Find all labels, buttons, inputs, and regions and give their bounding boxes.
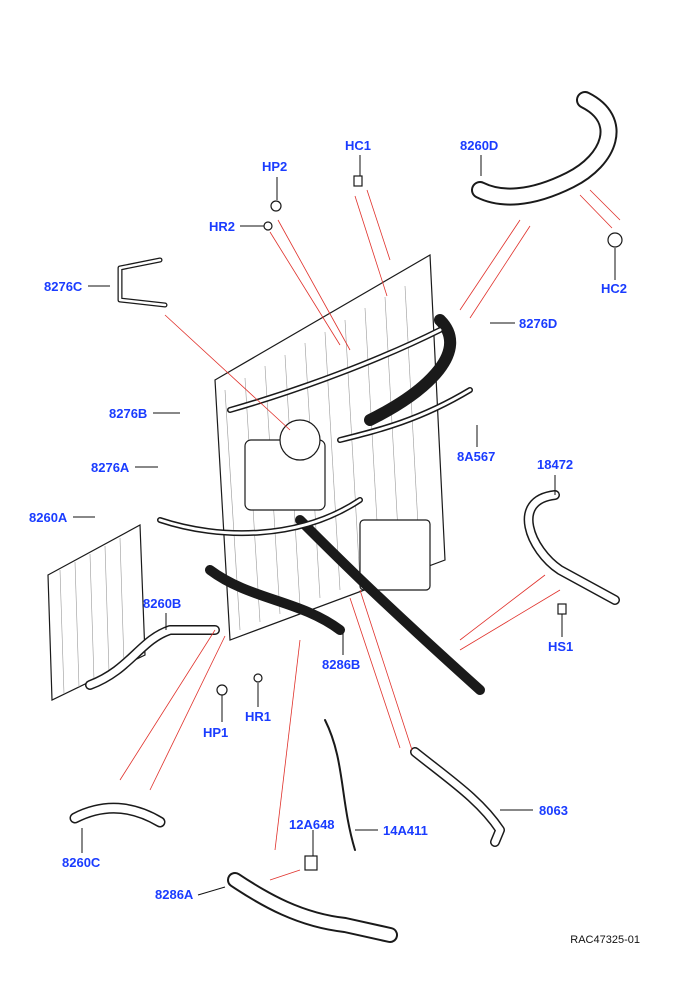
callout-hc2: HC2	[601, 281, 627, 296]
callout-8063: 8063	[539, 803, 568, 818]
screw-hs1	[557, 603, 567, 615]
oil-cooler	[359, 519, 431, 591]
clamp-hc2	[607, 232, 623, 248]
plug-hp2	[270, 200, 282, 212]
callout-8260c: 8260C	[62, 855, 101, 870]
callout-8276d: 8276D	[519, 316, 557, 331]
plug-hp1	[216, 684, 228, 696]
hose-8260d	[471, 91, 618, 206]
harness-14a411	[324, 719, 356, 851]
sensor-12a648	[304, 855, 318, 871]
callout-labels: HP2 HC1 8260D HR2 HC2 8276C 8276D 8276B …	[29, 138, 627, 902]
callout-14a411: 14A411	[383, 823, 428, 838]
callout-hs1: HS1	[548, 639, 573, 654]
callout-8a567: 8A567	[457, 449, 495, 464]
leader-lines	[73, 155, 616, 896]
main-radiator-assembly	[157, 253, 485, 695]
hose-lower-dark	[295, 515, 485, 695]
callout-hp2: HP2	[262, 159, 287, 174]
callout-hr1: HR1	[245, 709, 271, 724]
callout-hp1: HP1	[203, 725, 228, 740]
hose-bottom-dark	[205, 565, 345, 635]
ring-hr2	[263, 221, 273, 231]
callout-8260a: 8260A	[29, 510, 68, 525]
callout-8276c: 8276C	[44, 279, 83, 294]
callout-12a648: 12A648	[289, 817, 335, 832]
callout-hc1: HC1	[345, 138, 371, 153]
callout-8276a: 8276A	[91, 460, 130, 475]
callout-hr2: HR2	[209, 219, 235, 234]
callout-18472: 18472	[537, 457, 573, 472]
ring-hr1	[253, 673, 263, 683]
callout-8260d: 8260D	[460, 138, 498, 153]
clip-hc1	[353, 175, 363, 187]
auxiliary-radiator	[47, 524, 146, 701]
hose-upper-dark	[364, 314, 457, 426]
callout-8286b: 8286B	[322, 657, 360, 672]
red-guide-lines	[119, 189, 621, 881]
callout-8286a: 8286A	[155, 887, 194, 902]
callout-8276b: 8276B	[109, 406, 147, 421]
reference-number: RAC47325-01	[570, 934, 640, 946]
callout-8260b: 8260B	[143, 596, 181, 611]
